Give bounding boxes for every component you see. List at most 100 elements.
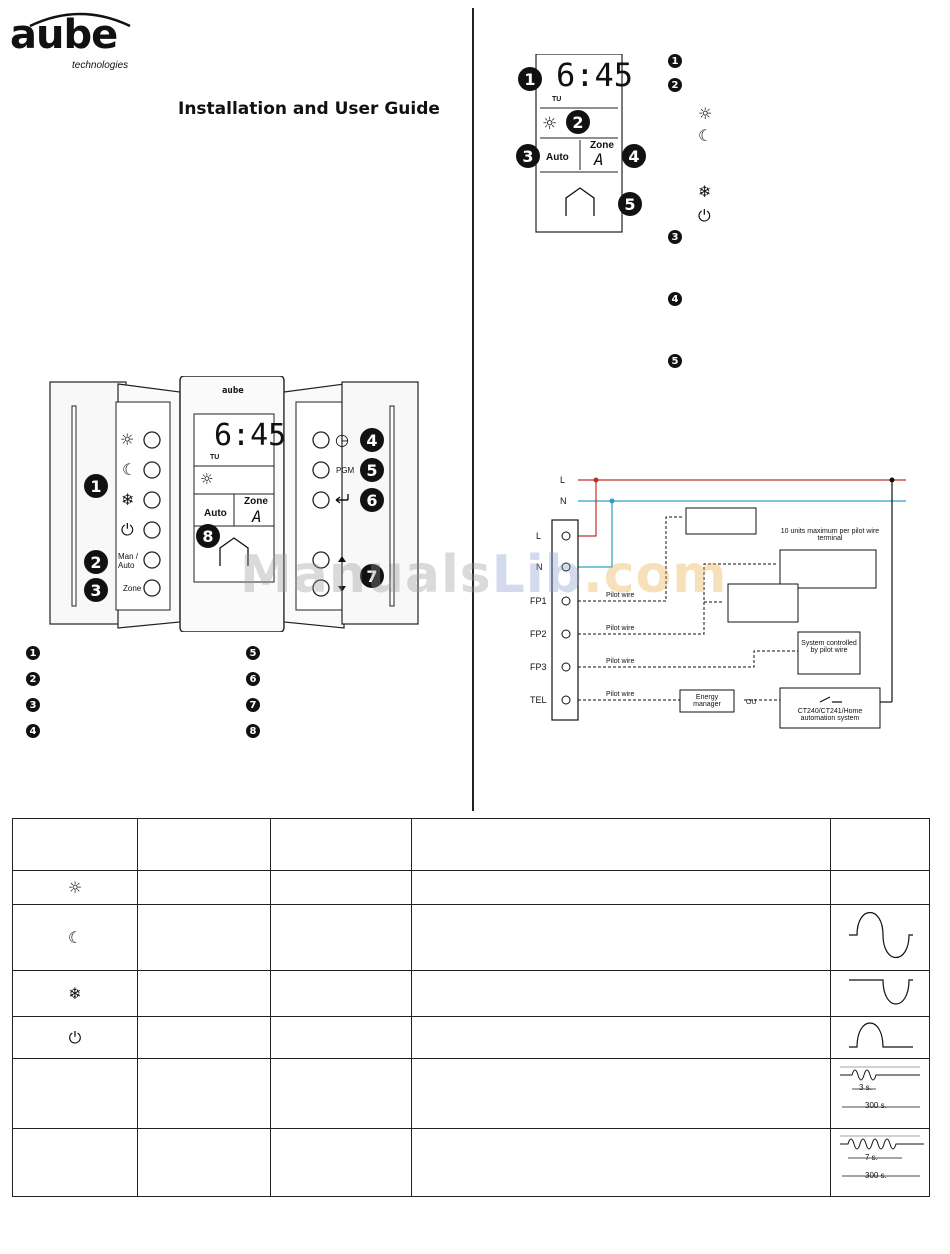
rlegend-power-icon: ⏻ xyxy=(698,206,711,225)
legend-7: 7 xyxy=(246,698,260,712)
detail-mode-auto: Auto xyxy=(546,152,569,163)
legend-1: 1 xyxy=(26,646,40,660)
period-300s-label: 300 s. xyxy=(865,1171,887,1180)
rlegend-3: 3 xyxy=(668,230,682,244)
legend-3: 3 xyxy=(26,698,40,712)
zone-button-label[interactable]: Zone xyxy=(123,584,142,593)
modes-table: ☼ ☾ ❄ ⏻ 3 s. 300 s. 7 s. 300 s. xyxy=(12,818,930,1197)
moon-button-icon[interactable]: ☾ xyxy=(122,460,137,479)
terminal-l: L xyxy=(536,531,542,541)
callout-8: 8 xyxy=(196,524,220,548)
display-detail-drawing xyxy=(535,53,623,233)
device-mode-auto: Auto xyxy=(204,508,227,519)
negative-half-wave-signal xyxy=(849,979,913,1005)
legend-6: 6 xyxy=(246,672,260,686)
wiring-diagram: L N L N FP1 FP2 FP3 TEL Pilot wire Pilot… xyxy=(520,470,915,735)
detail-callout-3: 3 xyxy=(516,144,540,168)
rlegend-4: 4 xyxy=(668,292,682,306)
legend-8: 8 xyxy=(246,724,260,738)
table-header-row xyxy=(12,818,930,871)
display-sun-icon: ☼ xyxy=(200,470,214,488)
table-row: ☾ xyxy=(12,904,930,971)
full-wave-signal xyxy=(849,911,913,959)
line-n: N xyxy=(560,496,567,506)
thermostat-drawing xyxy=(49,375,419,633)
device-day: TU xyxy=(210,454,220,461)
watermark-c: .com xyxy=(582,545,728,605)
system-box-label: System controlled by pilot wire xyxy=(801,640,857,654)
terminal-fp2: FP2 xyxy=(530,629,547,639)
callout-2: 2 xyxy=(84,550,108,574)
terminal-fp3: FP3 xyxy=(530,662,547,672)
table-row: 3 s. 300 s. xyxy=(12,1058,930,1129)
comfort-icon: ☼ xyxy=(12,870,138,905)
page-title: Installation and User Guide xyxy=(178,99,440,119)
terminal-fp1: FP1 xyxy=(530,596,547,606)
pgm-button-label[interactable]: PGM xyxy=(336,466,355,475)
rlegend-5: 5 xyxy=(668,354,682,368)
display-detail: 6:45 TU ☼ Auto Zone A 1 2 3 4 5 xyxy=(514,53,659,236)
callout-4: 4 xyxy=(360,428,384,452)
detail-callout-4: 4 xyxy=(622,144,646,168)
row-icon xyxy=(12,1128,138,1197)
pulse-7s-label: 7 s. xyxy=(865,1153,878,1162)
legend-2: 2 xyxy=(26,672,40,686)
detail-callout-5: 5 xyxy=(618,192,642,216)
column-divider xyxy=(472,8,474,811)
pilot-wire-label-2: Pilot wire xyxy=(606,625,635,632)
wiring-drawing xyxy=(551,477,906,729)
sun-button-icon[interactable]: ☼ xyxy=(120,430,135,449)
power-off-icon: ⏻ xyxy=(12,1016,138,1059)
logo: aube technologies xyxy=(10,12,131,71)
callout-7: 7 xyxy=(360,564,384,588)
pulse-3s-label: 3 s. xyxy=(859,1083,872,1092)
table-row: 7 s. 300 s. xyxy=(12,1128,930,1197)
pulse-3s-signal xyxy=(840,1066,920,1108)
home-box-label: CT240/CT241/Home automation system xyxy=(797,708,863,722)
pilot-wire-label-3: Pilot wire xyxy=(606,658,635,665)
terminal-tel: TEL xyxy=(530,695,547,705)
device-zone-label: Zone xyxy=(244,496,268,507)
device-zone-value: A xyxy=(252,507,262,526)
period-300s-label: 300 s. xyxy=(865,1101,887,1110)
detail-callout-1: 1 xyxy=(518,67,542,91)
table-row: ☼ xyxy=(12,870,930,905)
device-brand: aube xyxy=(222,386,244,396)
clock-button-icon[interactable]: ◷ xyxy=(335,430,349,449)
units-note: 10 units maximum per pilot wire terminal xyxy=(780,528,880,542)
man-auto-button-label[interactable]: Man / Auto xyxy=(118,552,139,570)
rlegend-frost-icon: ❄ xyxy=(698,182,712,201)
watermark-b: Lib xyxy=(491,545,583,605)
positive-half-wave-signal xyxy=(849,1022,913,1048)
pilot-wire-label-4: Pilot wire xyxy=(606,691,635,698)
moon-icon: ☾ xyxy=(12,904,138,971)
detail-callout-2: 2 xyxy=(566,110,590,134)
thermostat-illustration: aube 6:45 TU ☼ Auto Zone A ☼ ☾ ❄ ⏻ Man /… xyxy=(48,375,420,633)
detail-day: TU xyxy=(552,96,562,103)
callout-5: 5 xyxy=(360,458,384,482)
frost-button-icon[interactable]: ❄ xyxy=(121,490,135,509)
legend-4: 4 xyxy=(26,724,40,738)
detail-zone-value: A xyxy=(594,150,604,169)
legend-5: 5 xyxy=(246,646,260,660)
callout-6: 6 xyxy=(360,488,384,512)
table-row: ⏻ xyxy=(12,1016,930,1059)
rlegend-sun-icon: ☼ xyxy=(698,104,713,123)
logo-subtitle: technologies xyxy=(72,60,129,71)
row-icon xyxy=(12,1058,138,1129)
watermark-a: Manuals xyxy=(240,545,492,605)
frost-icon: ❄ xyxy=(12,970,138,1017)
rlegend-2: 2 xyxy=(668,78,682,92)
logo-text: aube xyxy=(10,12,118,58)
table-row: ❄ xyxy=(12,970,930,1017)
rlegend-moon-icon: ☾ xyxy=(698,126,713,145)
pilot-wire-label-1: Pilot wire xyxy=(606,592,635,599)
watermark: ManualsLib.com xyxy=(240,545,727,605)
power-button-icon[interactable]: ⏻ xyxy=(121,520,134,539)
ou-label: OU xyxy=(746,699,757,706)
rlegend-1: 1 xyxy=(668,54,682,68)
device-time: 6:45 xyxy=(214,418,287,453)
detail-time: 6:45 xyxy=(556,56,634,94)
line-l: L xyxy=(560,475,566,485)
logo-swoosh xyxy=(29,12,131,28)
